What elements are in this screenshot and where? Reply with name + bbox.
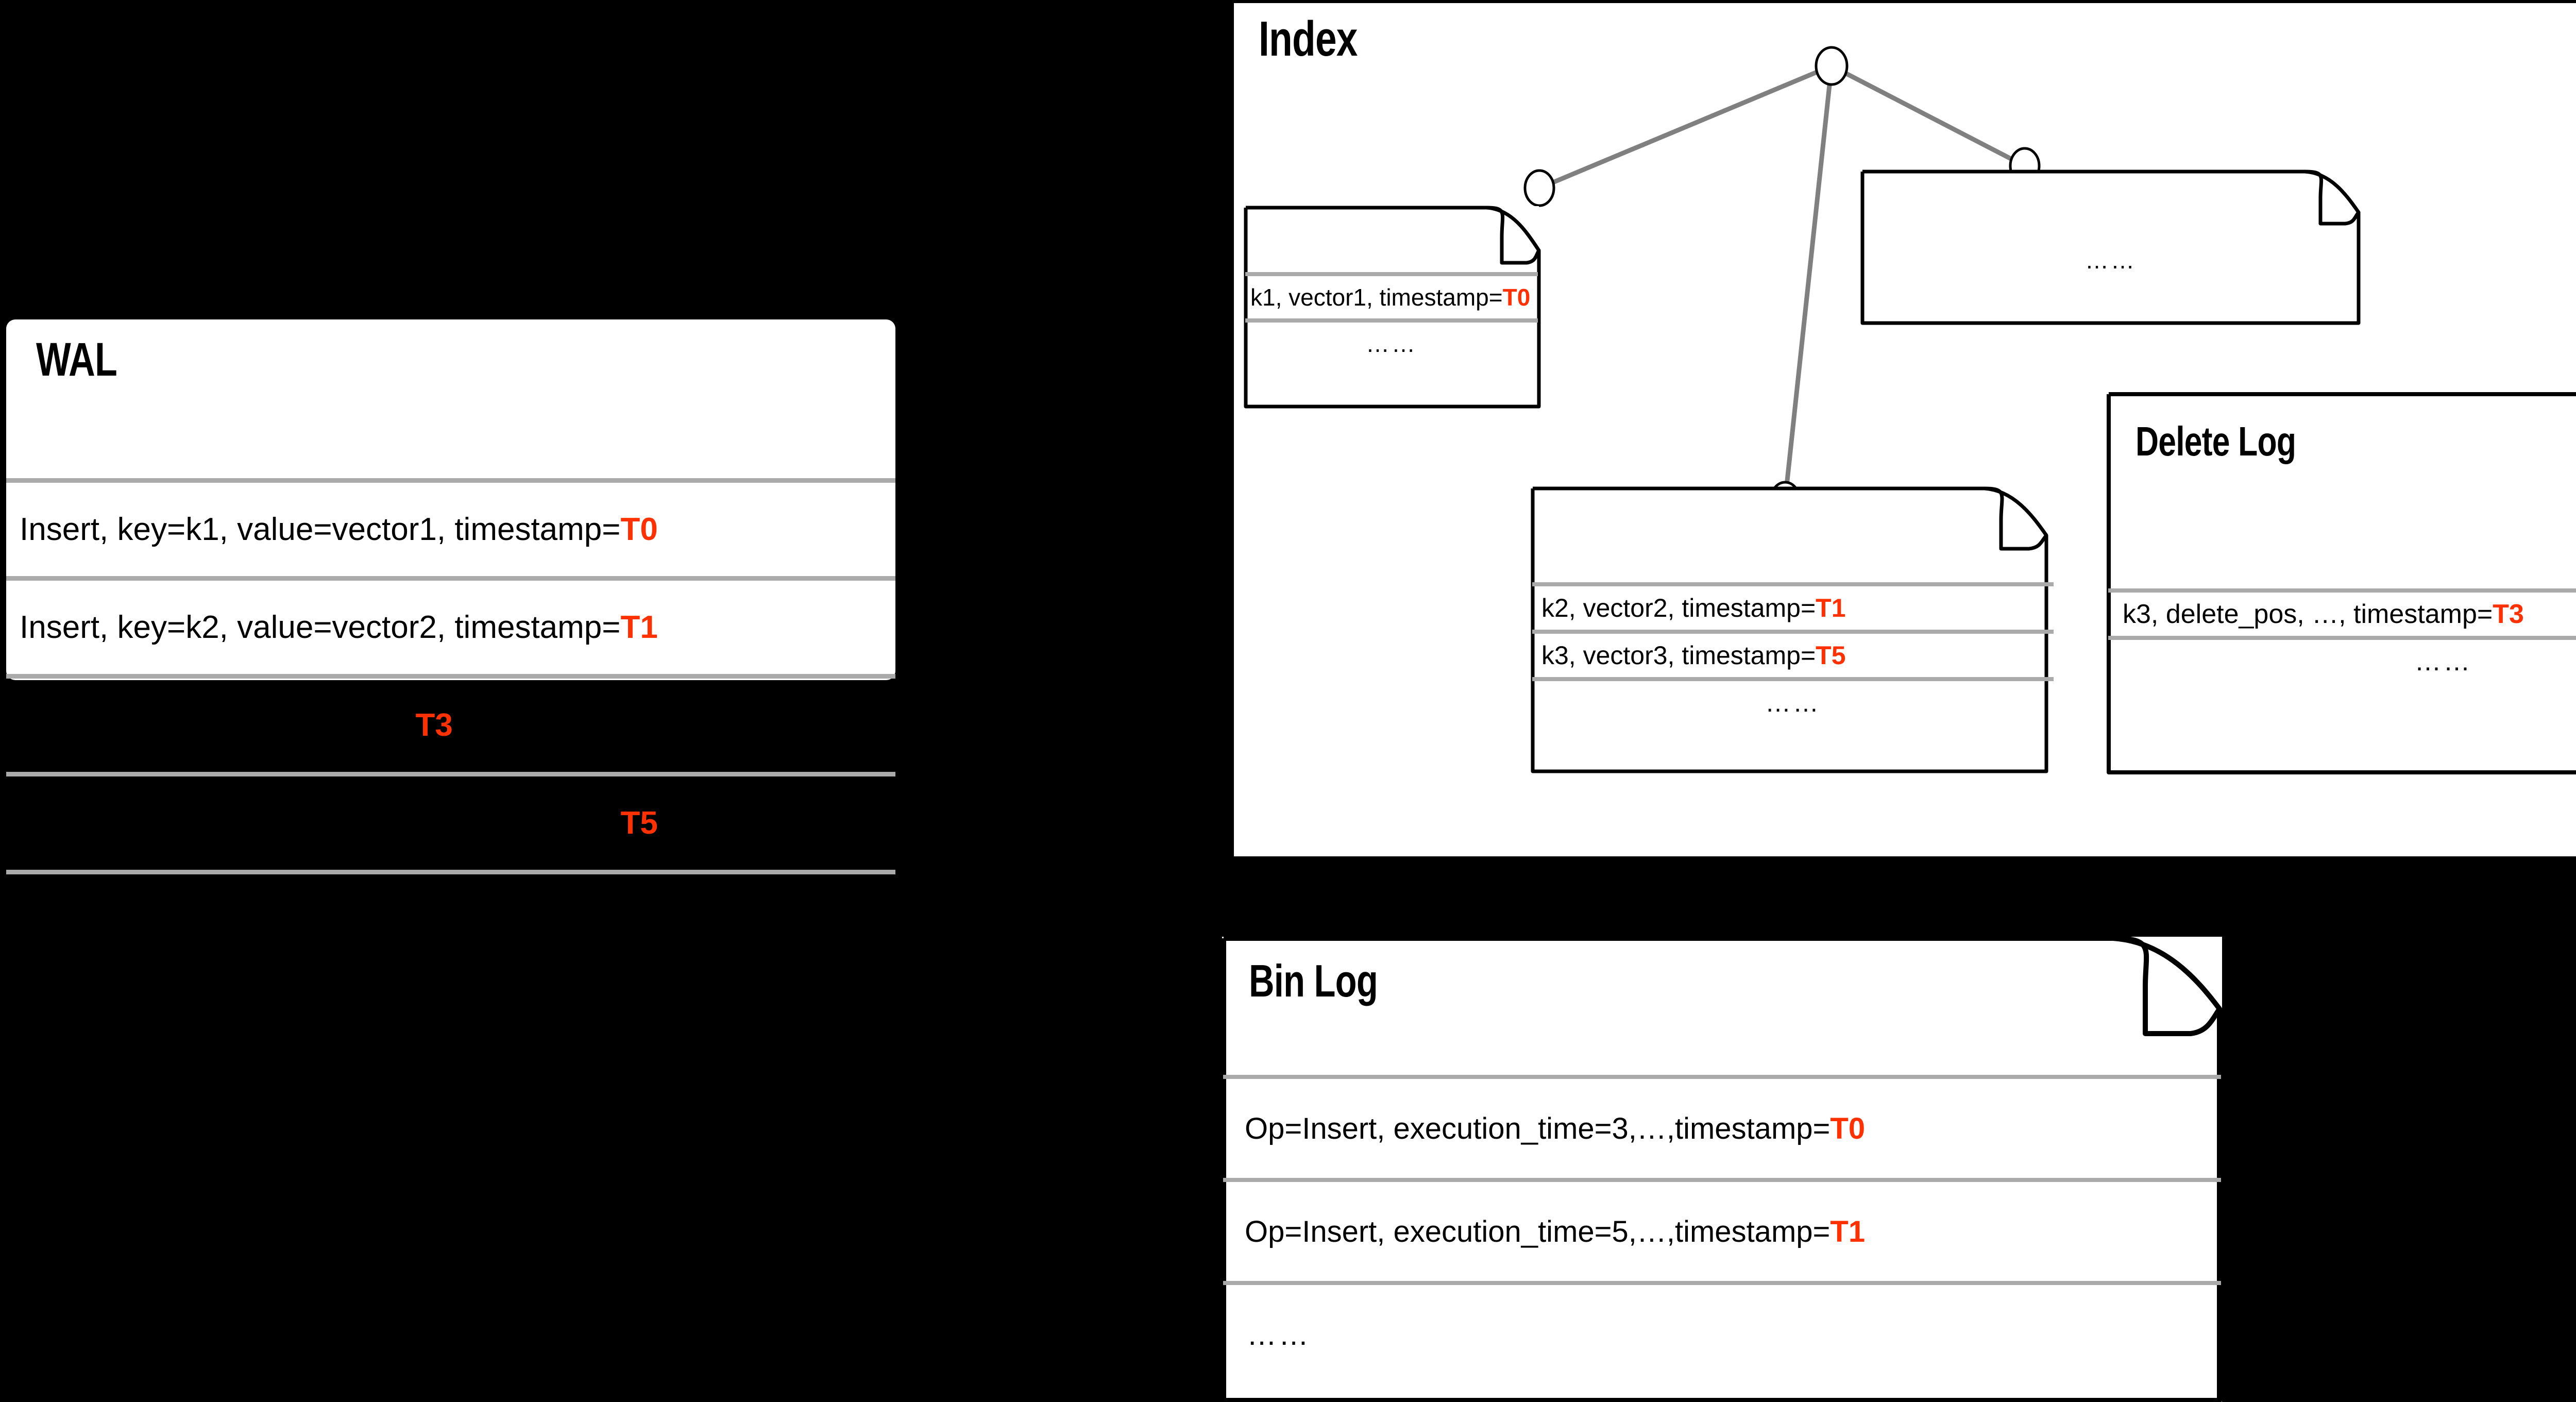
index-title: Index [1259,11,1358,66]
ellipsis-text: …… [22,903,90,939]
bin-log-row-list: Op=Insert, execution_time=3,…,timestamp=… [1223,1075,2221,1384]
table-row: Insert, key=k1, value=vector1, timestamp… [6,478,895,576]
table-row: …… [6,870,895,968]
index-leaf-node-k2: k2, vector2, timestamp=T1 k3, vector3, t… [1531,486,2055,773]
index-leaf-node-right: …… [1860,170,2361,325]
table-row: Delete, key=k1, timestamp=T3 [6,674,895,772]
wal-panel: WAL Insert, key=k1, value=vector1, times… [6,319,895,939]
wal-row-list: Insert, key=k1, value=vector1, timestamp… [6,478,895,968]
table-row: k2, vector2, timestamp=T1 [1532,582,2054,630]
table-row: Insert, key=k2, value=vector2, timestamp… [6,576,895,674]
table-row: k3, vector3, timestamp=T5 [1532,630,2054,677]
row-text: k3, vector3, timestamp= [1541,641,1816,670]
row-timestamp: T1 [620,610,658,645]
table-row: Op=Insert, execution_time=5,…,timestamp=… [1223,1178,2221,1281]
ellipsis-text: …… [1247,1317,1311,1352]
tree-edge-root-to-leaf-right [1830,64,2026,168]
row-text: Insert, key=k3, value=vector3, timestamp… [20,805,621,841]
table-row: …… [1245,318,1538,365]
row-timestamp: T0 [1830,1111,1866,1145]
row-text: k3, delete_pos, …, timestamp= [2123,599,2493,629]
row-timestamp: T5 [620,805,658,841]
bin-log-title: Bin Log [1249,955,1378,1006]
row-text: Insert, key=k2, value=vector2, timestamp… [20,610,621,645]
table-row: …… [1223,1281,2221,1384]
row-text: Delete, key=k1, timestamp= [20,707,416,743]
tree-node-leaf-k1 [1523,169,1555,207]
table-row: k3, delete_pos, …, timestamp=T3 [2108,588,2576,636]
row-text: Op=Insert, execution_time=3,…,timestamp= [1245,1111,1831,1145]
node-k1-row-list: k1, vector1, timestamp=T0 …… [1245,272,1538,365]
document-outline [1244,206,1541,409]
delete-log-title: Delete Log [2136,418,2296,464]
row-timestamp: T5 [1816,641,1846,670]
row-text: k1, vector1, timestamp= [1250,284,1503,311]
delete-log-row-list: k3, delete_pos, …, timestamp=T3 …… [2108,588,2576,683]
table-row: k1, vector1, timestamp=T0 [1245,272,1538,318]
table-row: …… [1532,677,2054,724]
ellipsis-text: …… [2414,647,2472,677]
document-outline [1860,170,2361,325]
row-timestamp: T0 [1502,284,1531,311]
ellipsis-text: …… [2085,247,2137,274]
table-row: …… [2108,636,2576,683]
row-timestamp: T1 [1816,594,1846,622]
tree-edge-root-to-leaf-k2 [1783,65,1834,500]
ellipsis-text: …… [1765,688,1821,717]
row-text: Insert, key=k1, value=vector1, timestamp… [20,512,621,547]
table-row: Op=Insert, execution_time=3,…,timestamp=… [1223,1075,2221,1178]
tree-node-root [1815,46,1849,86]
ellipsis-text: …… [1366,330,1417,357]
wal-title: WAL [36,333,117,386]
table-row: Insert, key=k3, value=vector3, timestamp… [6,772,895,870]
row-text: Op=Insert, execution_time=5,…,timestamp= [1245,1214,1831,1248]
bin-log-panel: Bin Log Op=Insert, execution_time=3,…,ti… [1221,936,2222,1402]
row-timestamp: T1 [1830,1214,1866,1248]
row-timestamp: T3 [2493,599,2524,629]
row-timestamp: T3 [415,707,453,743]
index-leaf-node-k1: k1, vector1, timestamp=T0 …… [1244,206,1541,409]
tree-edge-root-to-leaf-k1 [1538,63,1833,191]
delete-log-panel: Delete Log k3, delete_pos, …, timestamp=… [2107,392,2576,774]
row-text: k2, vector2, timestamp= [1541,594,1816,622]
node-k2-row-list: k2, vector2, timestamp=T1 k3, vector3, t… [1532,582,2054,724]
document-outline [2107,392,2576,774]
row-timestamp: T0 [620,512,658,547]
